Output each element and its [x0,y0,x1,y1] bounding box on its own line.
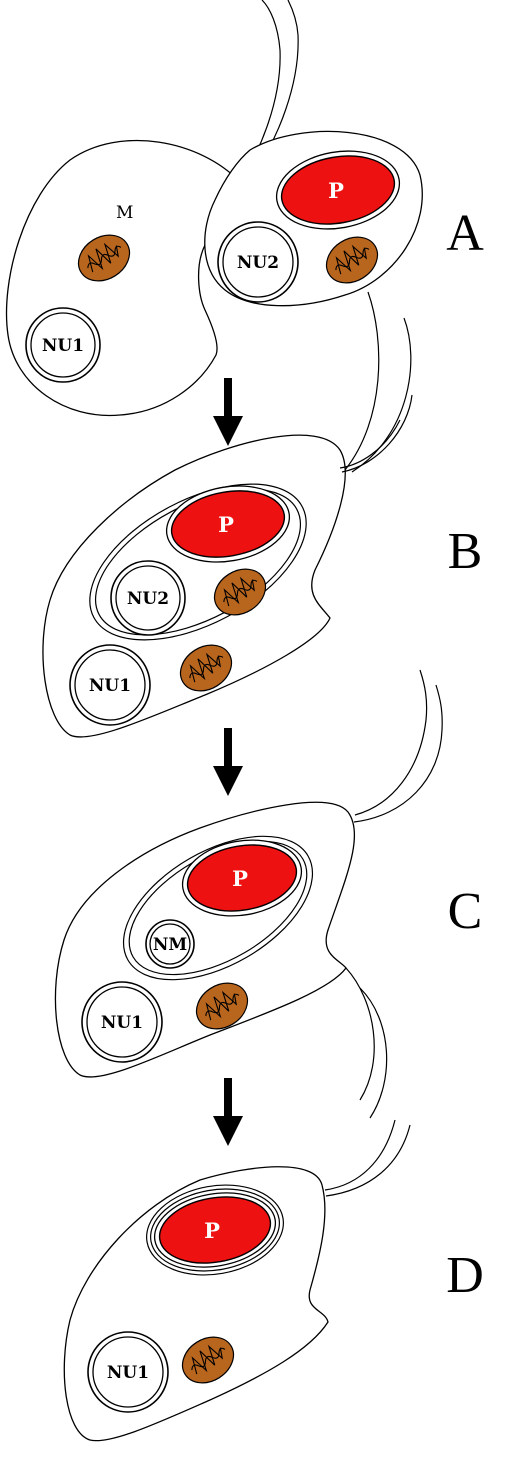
stage-d: P NU1 D [64,1120,483,1441]
svg-text:NU2: NU2 [127,589,169,609]
stage-label-b: B [448,523,483,580]
svg-text:NU1: NU1 [101,1013,143,1033]
down-arrow-icon [213,378,243,446]
svg-text:NU1: NU1 [107,1363,149,1383]
stage-a: M NU1 P NU2 A [7,0,485,472]
nucleomorph-c: NM [146,920,194,968]
svg-text:NU1: NU1 [89,676,131,696]
svg-text:NU2: NU2 [237,253,279,273]
svg-text:NU1: NU1 [42,336,84,356]
down-arrow-icon [213,1078,243,1146]
svg-text:P: P [328,178,344,203]
host-nucleus-a: NU1 [26,308,100,382]
endosymbiont-nucleus-b: NU2 [111,561,185,635]
stage-b: P NU2 NU1 B [43,395,482,737]
svg-text:P: P [232,866,248,891]
mitochondrion-label: M [116,203,133,223]
endosymbiont-nucleus-a: NU2 [218,222,298,302]
host-nucleus-b: NU1 [70,645,150,725]
stage-label-d: D [446,1247,484,1304]
host-nucleus-d: NU1 [88,1332,168,1412]
svg-text:NM: NM [153,935,188,955]
host-nucleus-c: NU1 [82,982,162,1062]
down-arrow-icon [213,728,243,796]
svg-text:P: P [204,1218,220,1243]
stage-label-c: C [448,883,483,940]
svg-text:P: P [218,512,234,537]
stage-label-a: A [446,205,484,262]
stage-c: P NM NU1 C [55,670,482,1118]
